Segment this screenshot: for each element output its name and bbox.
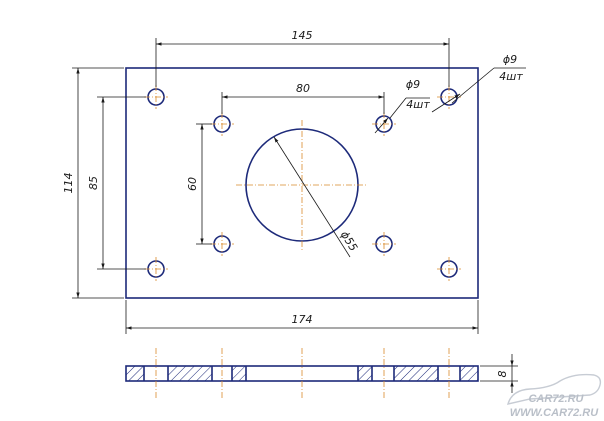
callout-inner-hole: ϕ9 4шт bbox=[374, 78, 430, 134]
dim-thickness: 8 bbox=[480, 354, 518, 393]
dim-text-174: 174 bbox=[292, 313, 313, 326]
dim-text-114: 114 bbox=[62, 173, 75, 194]
plate-outline bbox=[125, 67, 479, 299]
dim-top-holes: 145 bbox=[155, 29, 450, 87]
callout-inner-count: 4шт bbox=[406, 98, 430, 111]
section-view: 8 bbox=[125, 348, 518, 398]
callout-outer-diameter: ϕ9 bbox=[503, 53, 517, 66]
section-hole-edges bbox=[143, 366, 461, 381]
dim-text-diameter-55: ϕ55 bbox=[338, 229, 360, 254]
dim-overall-width: 174 bbox=[125, 300, 479, 334]
dim-inner-holes: 80 bbox=[221, 82, 385, 114]
dim-outer-holes-vertical: 85 bbox=[87, 96, 146, 270]
watermark-site: CAR72.RU bbox=[528, 393, 584, 405]
plan-view: 145 80 174 114 85 bbox=[62, 29, 526, 334]
inner-holes bbox=[210, 112, 396, 256]
callout-outer-hole: ϕ9 4шт bbox=[431, 53, 526, 113]
dim-text-8: 8 bbox=[496, 371, 509, 378]
dim-text-80: 80 bbox=[296, 82, 310, 95]
watermark: CAR72.RU WWW.CAR72.RU bbox=[507, 373, 602, 419]
dim-overall-height: 114 bbox=[62, 67, 124, 299]
callout-inner-diameter: ϕ9 bbox=[406, 78, 420, 91]
dim-text-60: 60 bbox=[186, 177, 199, 191]
dim-inner-holes-vertical: 60 bbox=[186, 123, 212, 245]
callout-outer-count: 4шт bbox=[499, 70, 523, 83]
watermark-url: WWW.CAR72.RU bbox=[510, 407, 599, 419]
car-logo-icon bbox=[507, 373, 602, 405]
dim-text-85: 85 bbox=[87, 176, 100, 190]
section-centerlines bbox=[155, 348, 450, 398]
dim-text-145: 145 bbox=[292, 29, 313, 42]
